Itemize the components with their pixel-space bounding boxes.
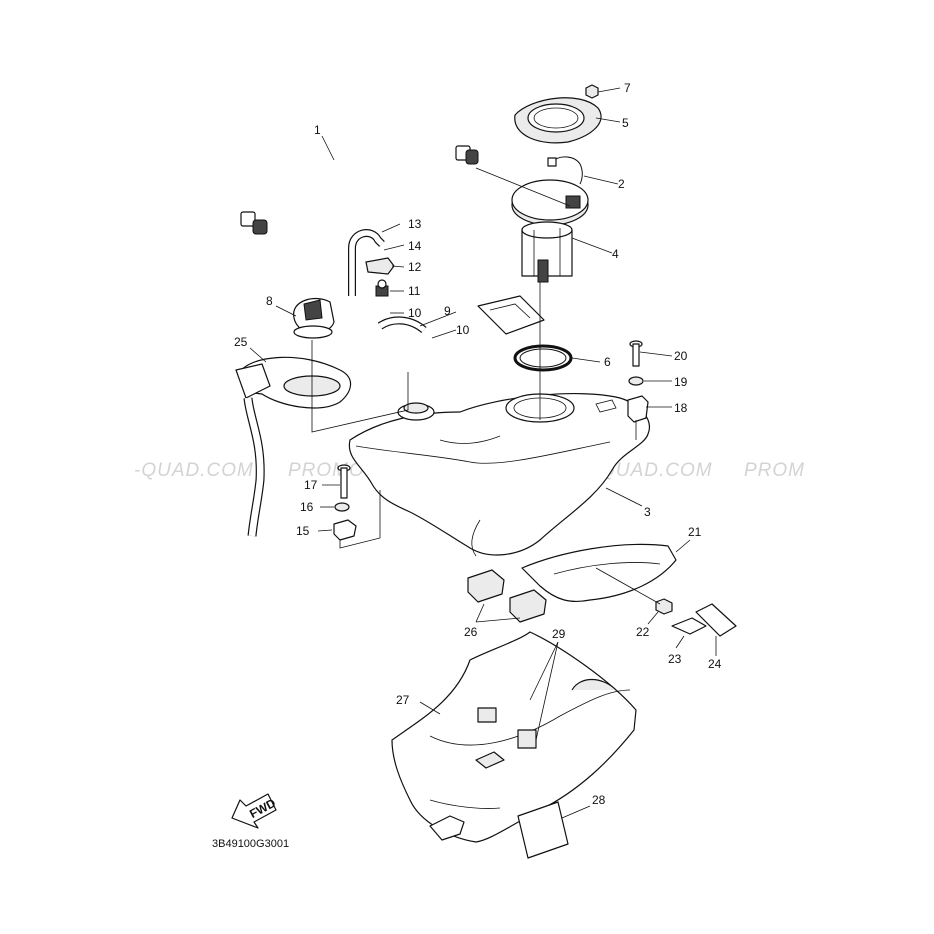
callout-13: 13 — [408, 217, 422, 231]
callout-6: 6 — [604, 355, 611, 369]
part-28-label — [517, 801, 569, 859]
part-1-fuel-hose — [240, 145, 479, 235]
part-8-fuel-cap — [293, 297, 335, 339]
part-26-dampers — [467, 569, 547, 623]
part-25-filler-tray — [235, 356, 352, 537]
callout-1: 1 — [314, 123, 321, 137]
vent-hose-assembly — [348, 229, 427, 334]
callout-4: 4 — [612, 247, 619, 261]
callout-21: 21 — [688, 525, 702, 539]
part-20-bolt — [629, 340, 643, 367]
part-15-damper — [333, 519, 357, 541]
part-21-heat-shield — [521, 543, 677, 603]
part-24-plate — [695, 603, 737, 637]
part-7-nut — [585, 84, 599, 99]
callout-12: 12 — [408, 260, 422, 274]
watermark-edge: PROM — [744, 460, 805, 481]
callout-14: 14 — [408, 239, 422, 253]
part-27-lower-cover — [391, 631, 637, 843]
callout-9: 9 — [444, 304, 451, 318]
fwd-arrow-icon: FWD — [231, 793, 278, 829]
part-16-washer — [334, 502, 350, 512]
part-2-clamp — [547, 156, 583, 185]
part-3-fuel-tank — [348, 392, 650, 557]
part-18-damper — [627, 395, 649, 423]
part-22-bolt — [655, 598, 673, 615]
callout-20: 20 — [674, 349, 688, 363]
callout-7: 7 — [624, 81, 631, 95]
callout-25: 25 — [234, 335, 248, 349]
part-17-bolt — [337, 464, 351, 499]
watermark-left: -QUAD.COM — [134, 460, 254, 481]
callout-15: 15 — [296, 524, 310, 538]
part-23-clip — [671, 617, 707, 635]
callout-24: 24 — [708, 657, 722, 671]
callout-27: 27 — [396, 693, 410, 707]
callout-17: 17 — [304, 478, 318, 492]
part-5-retainer-plate — [514, 97, 602, 144]
callout-23: 23 — [668, 652, 682, 666]
callout-11: 11 — [408, 284, 421, 298]
callout-2: 2 — [618, 177, 625, 191]
callout-16: 16 — [300, 500, 314, 514]
callout-28: 28 — [592, 793, 606, 807]
callout-22: 22 — [636, 625, 650, 639]
part-code: 3B49100G3001 — [212, 838, 289, 850]
callout-26: 26 — [464, 625, 478, 639]
callout-29: 29 — [552, 627, 566, 641]
callout-10a: 10 — [408, 306, 422, 320]
callout-3: 3 — [644, 505, 651, 519]
callout-5: 5 — [622, 116, 629, 130]
callout-numbers: 1 2 3 4 5 6 7 8 9 10 10 11 12 13 14 15 1… — [234, 81, 722, 807]
callout-18: 18 — [674, 401, 688, 415]
callout-19: 19 — [674, 375, 688, 389]
callout-10b: 10 — [456, 323, 470, 337]
leader-lines — [249, 87, 717, 819]
part-6-gasket — [513, 344, 573, 372]
part-19-washer — [628, 376, 644, 386]
callout-8: 8 — [266, 294, 273, 308]
part-4-fuel-pump — [477, 179, 589, 335]
